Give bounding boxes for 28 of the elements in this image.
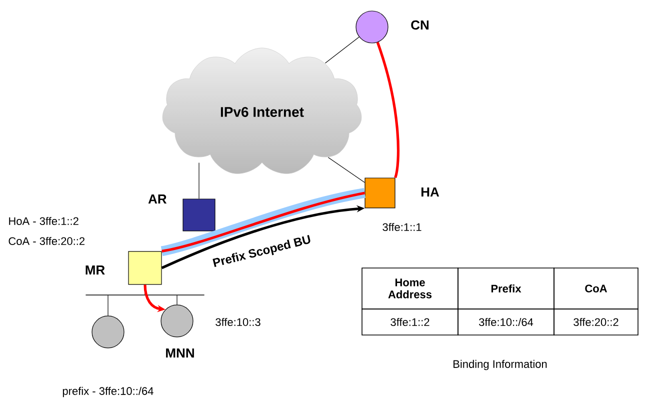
packet-path [376, 42, 400, 178]
table-cell: 3ffe:10::/64 [458, 308, 554, 336]
node-label: MNN [166, 348, 194, 358]
table-cell: Prefix [458, 268, 554, 310]
node-label: MR [86, 266, 105, 274]
connector-line [176, 295, 178, 305]
note: prefix - 3ffe:10::/64 [62, 386, 154, 398]
edge-label: Prefix Scoped BU [212, 235, 310, 267]
table-cell: 3ffe:1::2 [362, 308, 458, 336]
host-circle [160, 304, 194, 338]
connector-line [324, 36, 360, 64]
home-agent-box [364, 178, 396, 208]
node-label: AR [148, 194, 167, 204]
node-label: CN [411, 20, 429, 30]
table-cell: 3ffe:20::2 [554, 308, 638, 336]
table-cell: CoA [554, 268, 638, 310]
host-circle [92, 316, 124, 348]
node-label: 3ffe:1::1 [382, 222, 422, 232]
node-label: HoA - 3ffe:1::2 [9, 216, 78, 226]
node-label: HA [421, 188, 440, 196]
table-cell: Home Address [362, 268, 458, 310]
table-caption: Binding Information [454, 360, 547, 370]
access-router-box [182, 198, 216, 232]
connector-line [198, 162, 200, 199]
node-label: CoA - 3ffe:20::2 [8, 236, 84, 246]
node-label: 3ffe:10::3 [216, 318, 260, 326]
mobile-router-box [128, 251, 162, 285]
correspondent-node-circle [356, 10, 388, 44]
